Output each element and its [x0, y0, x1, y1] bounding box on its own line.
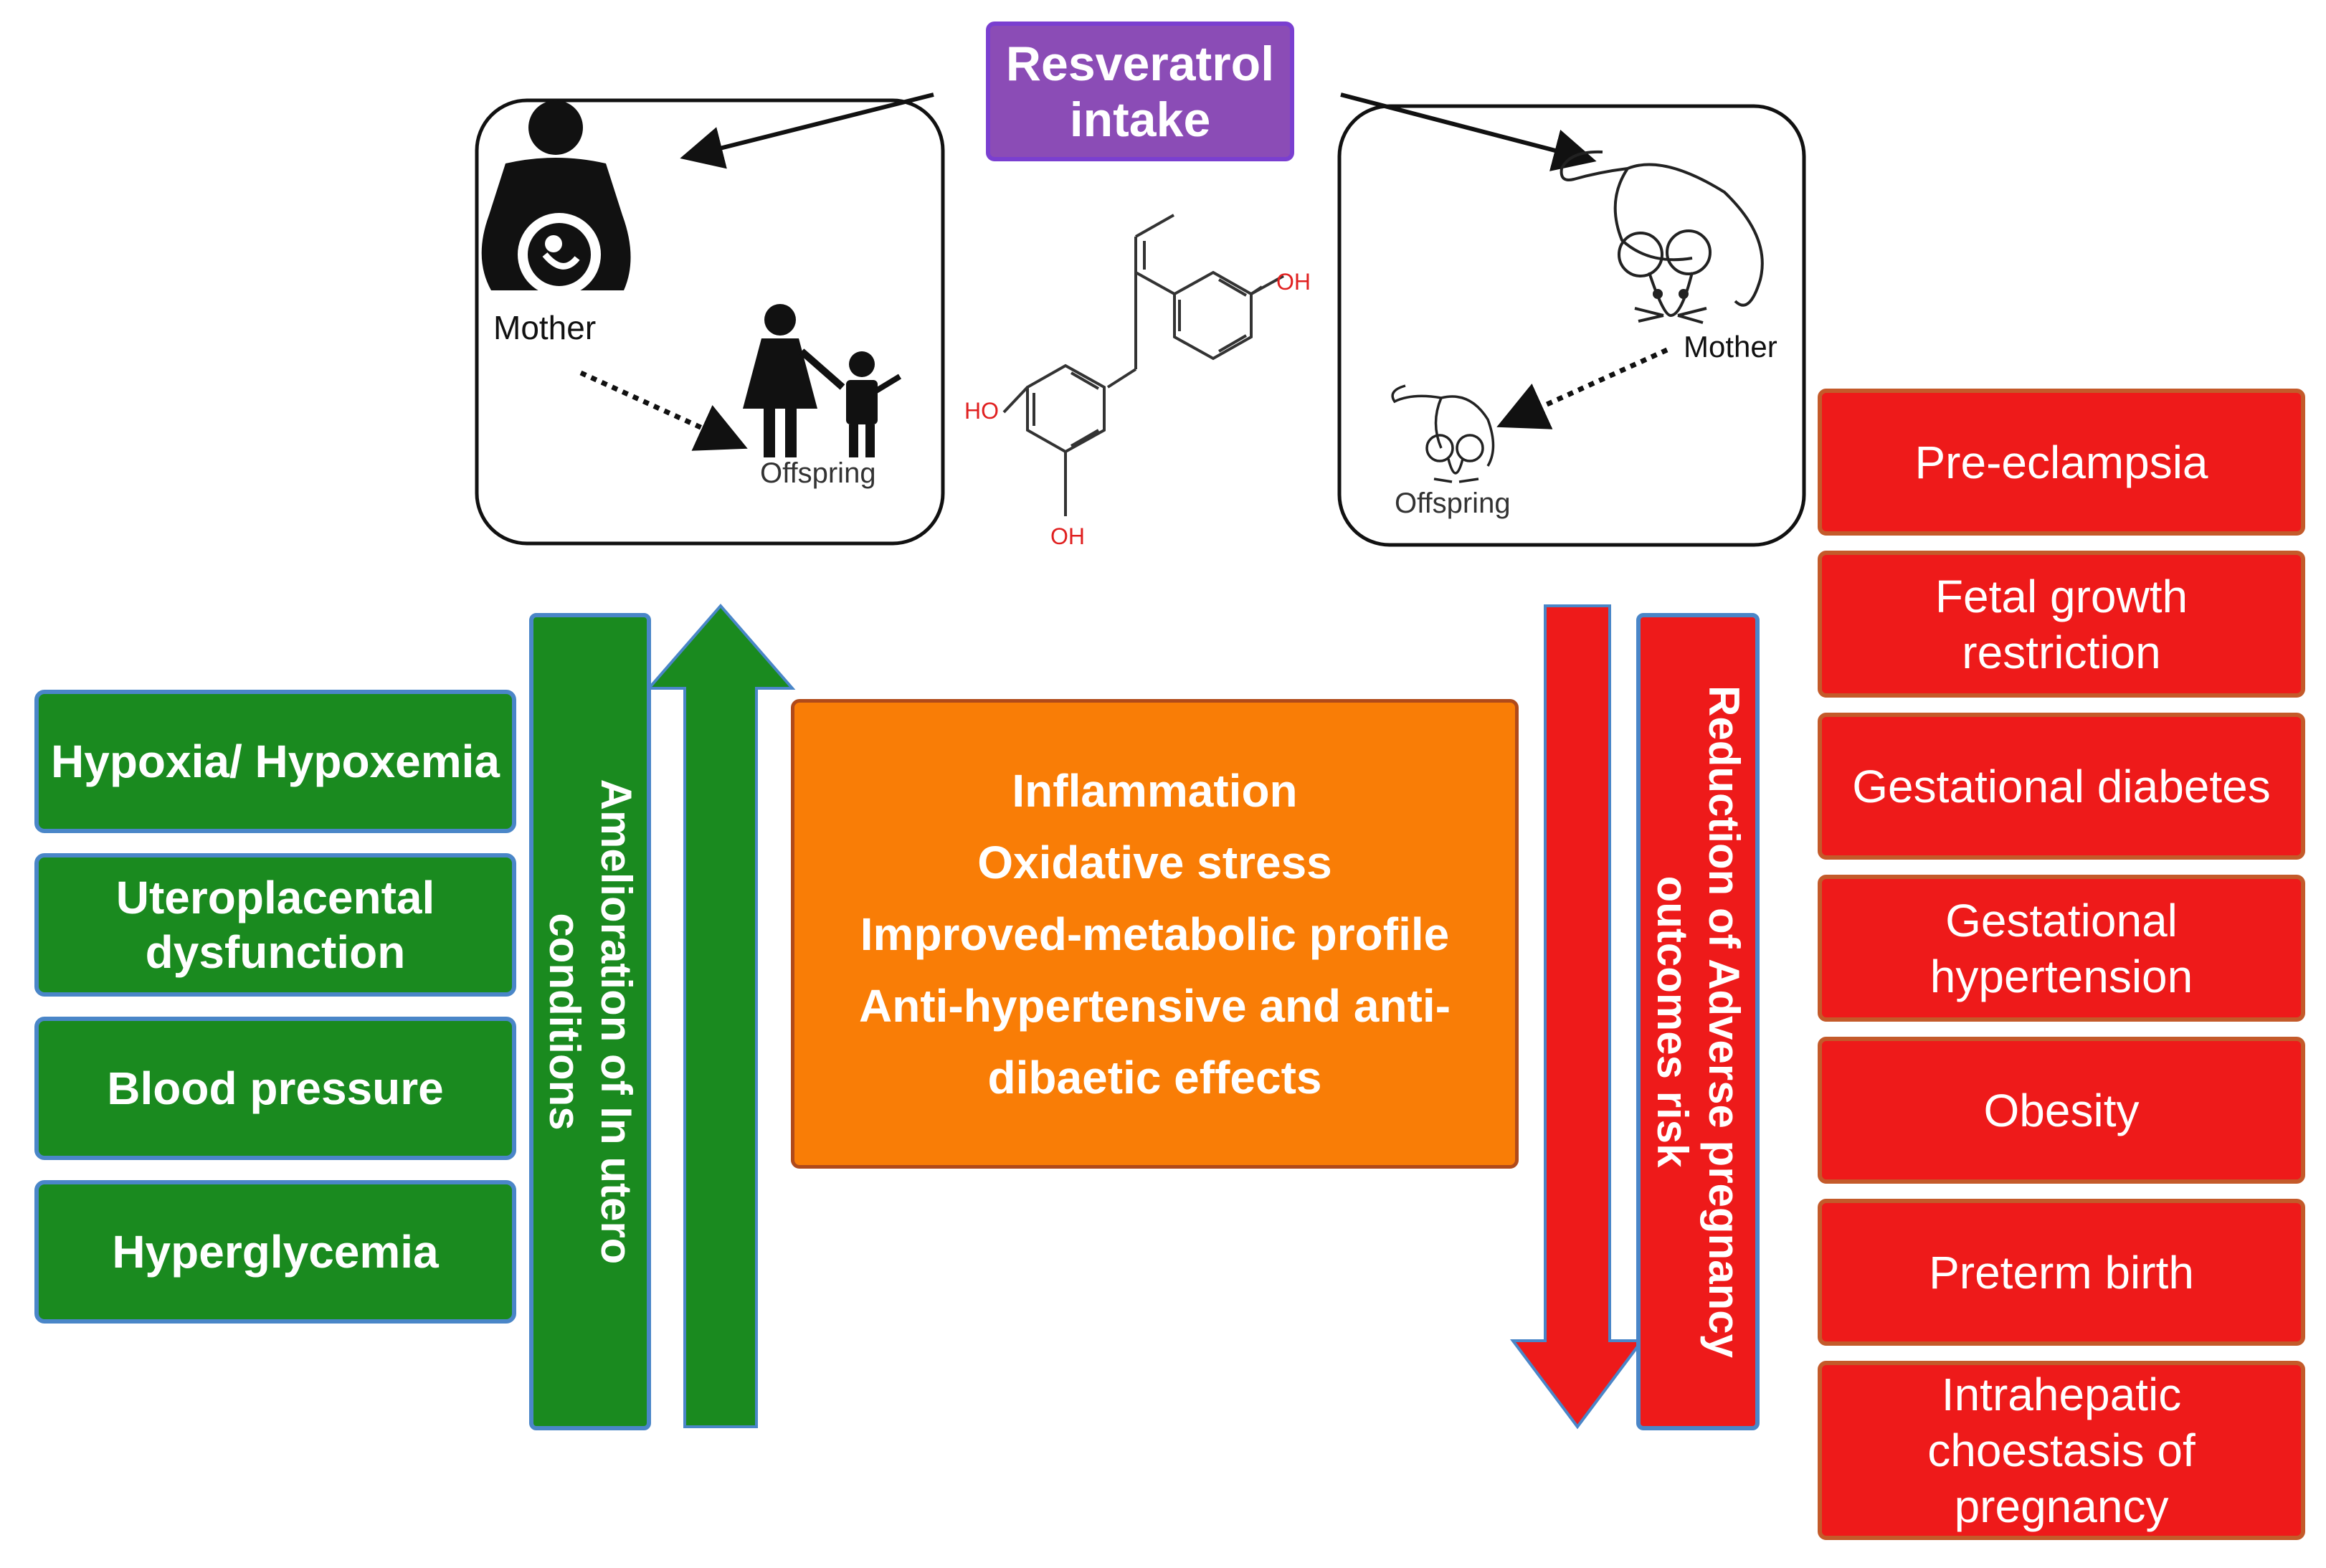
red-box-intrahepatic: Intrahepatic choestasis of pregnancy	[1818, 1361, 2305, 1540]
resveratrol-molecule	[1002, 214, 1284, 516]
arrow-to-rodent	[1340, 92, 1597, 171]
effects-box: Inflammation Oxidative stress Improved-m…	[791, 699, 1519, 1169]
red-box-gestational-diabetes-line1: Gestational diabetes	[1852, 760, 2271, 812]
molecule-ho-left: HO	[964, 398, 999, 424]
red-vertical-line1: Reduction of Adverse pregnancy	[1700, 685, 1748, 1358]
green-box-uteroplacental-line1: Uteroplacental	[115, 872, 435, 923]
green-box-hyperglycemia: Hyperglycemia	[34, 1180, 516, 1324]
effect-line-4: Anti-hypertensive and anti-	[859, 979, 1451, 1032]
red-box-gestational-diabetes: Gestational diabetes	[1818, 713, 2305, 860]
effect-line-1: Inflammation	[1012, 764, 1298, 817]
green-box-blood-pressure-line1: Blood pressure	[107, 1063, 444, 1114]
green-vertical-line2: conditions	[541, 913, 589, 1131]
green-box-uteroplacental: Uteroplacental dysfunction	[34, 853, 516, 997]
green-vertical-text: Amelioration of In utero conditions	[538, 779, 642, 1265]
effect-line-3: Improved-metabolic profile	[860, 908, 1450, 960]
red-box-intrahepatic-line1: Intrahepatic	[1941, 1369, 2182, 1420]
human-offspring-label: Offspring	[760, 457, 876, 489]
green-box-uteroplacental-line2: dysfunction	[145, 926, 406, 978]
red-down-arrow	[1510, 604, 1645, 1430]
green-box-blood-pressure: Blood pressure	[34, 1017, 516, 1160]
arrow-to-human	[680, 92, 934, 169]
red-box-intrahepatic-line3: pregnancy	[1954, 1481, 2169, 1532]
title-line-1: Resveratrol	[1005, 36, 1275, 91]
green-box-hypoxia-line1: Hypoxia/ Hypoxemia	[51, 736, 500, 787]
mouse-offspring-icon	[1391, 384, 1495, 483]
human-mother-label: Mother	[493, 309, 597, 346]
red-box-gestational-hypertension-line1: Gestational	[1945, 894, 2178, 946]
green-box-hyperglycemia-line1: Hyperglycemia	[112, 1226, 439, 1278]
red-box-obesity-line1: Obesity	[1983, 1084, 2140, 1136]
red-box-preterm-birth-line1: Preterm birth	[1929, 1246, 2194, 1298]
effect-line-5: dibaetic effects	[987, 1051, 1322, 1103]
green-up-arrow	[645, 603, 796, 1428]
red-box-fetal-growth-line1: Fetal growth	[1935, 570, 2188, 622]
red-box-fetal-growth: Fetal growth restriction	[1818, 551, 2305, 698]
red-vertical-bar	[1636, 613, 1760, 1430]
resveratrol-intake-box: Resveratrol intake	[986, 22, 1294, 161]
mouse-mother-icon	[1560, 150, 1764, 324]
red-box-gestational-hypertension-line2: hypertension	[1929, 950, 2193, 1002]
red-box-preterm-birth: Preterm birth	[1818, 1199, 2305, 1346]
title-line-2: intake	[1069, 92, 1211, 147]
rodent-offspring-label: Offspring	[1395, 488, 1511, 519]
effect-line-2: Oxidative stress	[977, 836, 1332, 888]
red-box-gestational-hypertension: Gestational hypertension	[1818, 875, 2305, 1022]
green-vertical-line1: Amelioration of In utero	[592, 779, 640, 1265]
molecule-oh-top: OH	[1276, 269, 1311, 295]
molecule-oh-bottom: OH	[1050, 523, 1085, 549]
rodent-panel	[1337, 104, 1806, 547]
rodent-mother-label: Mother	[1684, 330, 1777, 364]
red-box-fetal-growth-line2: restriction	[1962, 626, 2161, 678]
green-box-hypoxia: Hypoxia/ Hypoxemia	[34, 690, 516, 833]
red-vertical-line2: outcomes risk	[1648, 875, 1696, 1168]
red-box-intrahepatic-line2: choestasis of	[1927, 1425, 2196, 1476]
green-vertical-bar	[529, 613, 651, 1430]
pregnant-mother-icon	[481, 100, 631, 296]
red-box-pre-eclampsia-line1: Pre-eclampsia	[1914, 436, 2208, 488]
mother-child-icon	[743, 304, 902, 457]
red-box-pre-eclampsia: Pre-eclampsia	[1818, 389, 2305, 536]
red-box-obesity: Obesity	[1818, 1037, 2305, 1184]
red-vertical-text: Reduction of Adverse pregnancy outcomes …	[1646, 685, 1750, 1358]
